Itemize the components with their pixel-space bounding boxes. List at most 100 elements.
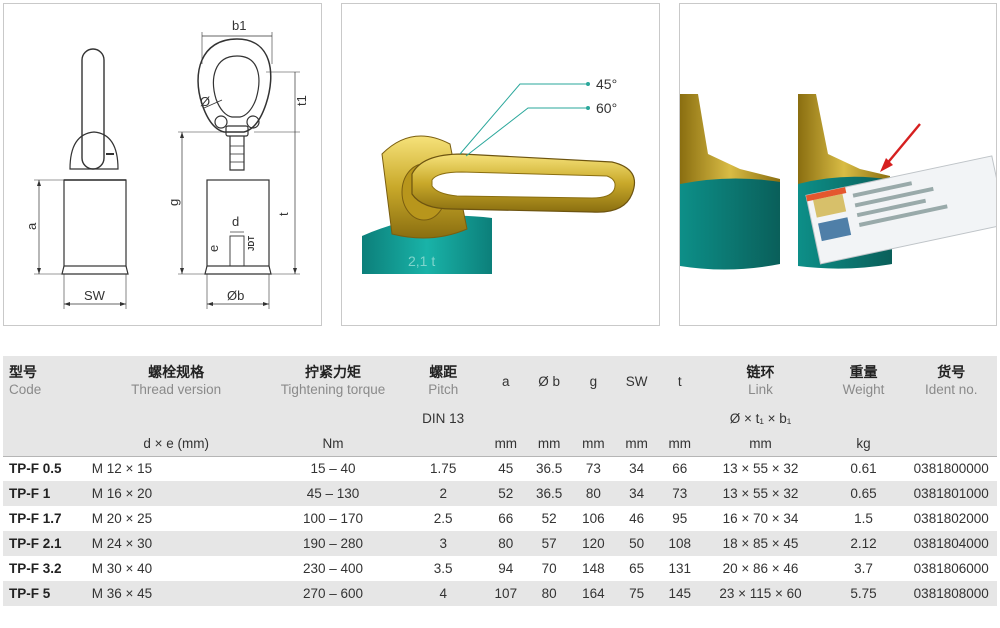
cell-ident: 0381801000 xyxy=(913,486,989,501)
unit-sw: mm xyxy=(613,431,661,457)
dim-b1: b1 xyxy=(232,18,246,33)
dim-d: d xyxy=(232,214,239,229)
cell-g: 80 xyxy=(585,486,601,501)
tag-photo-panel xyxy=(679,3,997,326)
cell-weight: 5.75 xyxy=(850,586,877,601)
dim-db: Øb xyxy=(227,288,244,303)
unit-g: mm xyxy=(573,431,614,457)
cell-b: 52 xyxy=(541,511,557,526)
cell-ident: 0381804000 xyxy=(913,536,989,551)
cell-torque: 15 – 40 xyxy=(310,461,356,477)
side-view-hub xyxy=(69,131,119,170)
cell-ident: 0381808000 xyxy=(913,586,989,601)
cell-code: TP-F 1 xyxy=(9,486,51,501)
cell-a: 52 xyxy=(498,486,514,501)
unit-weight: kg xyxy=(821,431,906,457)
unit-torque: Nm xyxy=(266,431,400,457)
side-view-body xyxy=(63,179,127,267)
unit-link: mm xyxy=(699,431,822,457)
dim-e: e xyxy=(206,245,221,252)
cell-link: 20 × 86 × 46 xyxy=(722,561,799,576)
cell-b: 80 xyxy=(541,586,557,601)
cell-sw: 34 xyxy=(629,461,645,477)
cell-pitch: 2.5 xyxy=(433,511,453,526)
cell-torque: 45 – 130 xyxy=(306,486,360,501)
cell-pitch: 3 xyxy=(439,536,447,551)
cell-ident: 0381800000 xyxy=(913,461,989,477)
cell-weight: 1.5 xyxy=(854,511,873,526)
pitch-standard: DIN 13 xyxy=(422,411,465,426)
cell-ident: 0381806000 xyxy=(913,561,989,576)
angle-45-label: 45° xyxy=(596,76,617,92)
cell-thread: M 12 × 15 xyxy=(91,461,153,477)
cell-thread: M 30 × 40 xyxy=(91,561,153,576)
cell-thread: M 24 × 30 xyxy=(91,536,153,551)
cell-weight: 2.12 xyxy=(850,536,877,551)
angle-60-label: 60° xyxy=(596,100,617,116)
pointer-arrow xyxy=(884,123,921,167)
cell-g: 164 xyxy=(582,586,605,601)
cell-a: 66 xyxy=(498,511,514,526)
ident-tag xyxy=(805,155,996,265)
unit-a: mm xyxy=(487,431,525,457)
cell-pitch: 1.75 xyxy=(430,461,457,477)
cell-code: TP-F 0.5 xyxy=(9,461,62,477)
header-t: t xyxy=(677,373,682,389)
cell-link: 13 × 55 × 32 xyxy=(722,486,799,501)
dim-g: g xyxy=(166,199,181,206)
cell-torque: 270 – 600 xyxy=(302,586,364,601)
front-view-link xyxy=(197,38,272,133)
base-capacity-text: 2,1 t xyxy=(408,253,435,269)
cell-thread: M 36 × 45 xyxy=(91,586,153,601)
dim-t1: t1 xyxy=(294,95,309,106)
technical-drawing-panel: b1 Ø t1 g t a d e SW Øb JDT xyxy=(3,3,322,326)
cell-code: TP-F 2.1 xyxy=(9,536,62,551)
angle-photo-panel: 45° 60° 2,1 t xyxy=(341,3,660,326)
dim-dia: Ø xyxy=(200,94,210,109)
cell-b: 36.5 xyxy=(535,486,563,501)
cell-b: 36.5 xyxy=(535,461,563,477)
cell-b: 57 xyxy=(541,536,557,551)
cell-a: 80 xyxy=(498,536,514,551)
cell-sw: 75 xyxy=(629,586,645,601)
cell-t: 108 xyxy=(668,536,692,551)
cell-sw: 65 xyxy=(629,561,645,576)
side-view-bow xyxy=(81,48,105,170)
cell-t: 95 xyxy=(672,511,688,526)
cell-torque: 190 – 280 xyxy=(302,536,364,551)
link-dims: Ø × t₁ × b₁ xyxy=(729,411,792,426)
cell-thread: M 16 × 20 xyxy=(91,486,153,501)
cell-weight: 3.7 xyxy=(854,561,873,576)
cell-g: 120 xyxy=(582,536,605,551)
cell-t: 73 xyxy=(672,486,688,501)
cell-t: 131 xyxy=(668,561,692,576)
cell-sw: 46 xyxy=(629,511,645,526)
cell-link: 18 × 85 × 45 xyxy=(722,536,799,551)
header-b: Ø b xyxy=(538,373,561,389)
cell-g: 106 xyxy=(582,511,605,526)
cell-sw: 50 xyxy=(629,536,645,551)
unit-thread: d × e (mm) xyxy=(85,431,267,457)
cell-a: 94 xyxy=(498,561,514,576)
cell-code: TP-F 5 xyxy=(9,586,51,601)
cell-a: 45 xyxy=(498,461,514,477)
tag-photo xyxy=(680,4,996,325)
logo-plate xyxy=(229,235,245,267)
cell-t: 66 xyxy=(672,461,688,477)
cell-weight: 0.65 xyxy=(850,486,877,501)
cell-code: TP-F 1.7 xyxy=(9,511,62,526)
table-row: TP-F 2.1 M 24 × 30 190 – 280 3 80 57 120 50 108 1… xyxy=(3,531,997,556)
cell-torque: 230 – 400 xyxy=(302,561,364,576)
